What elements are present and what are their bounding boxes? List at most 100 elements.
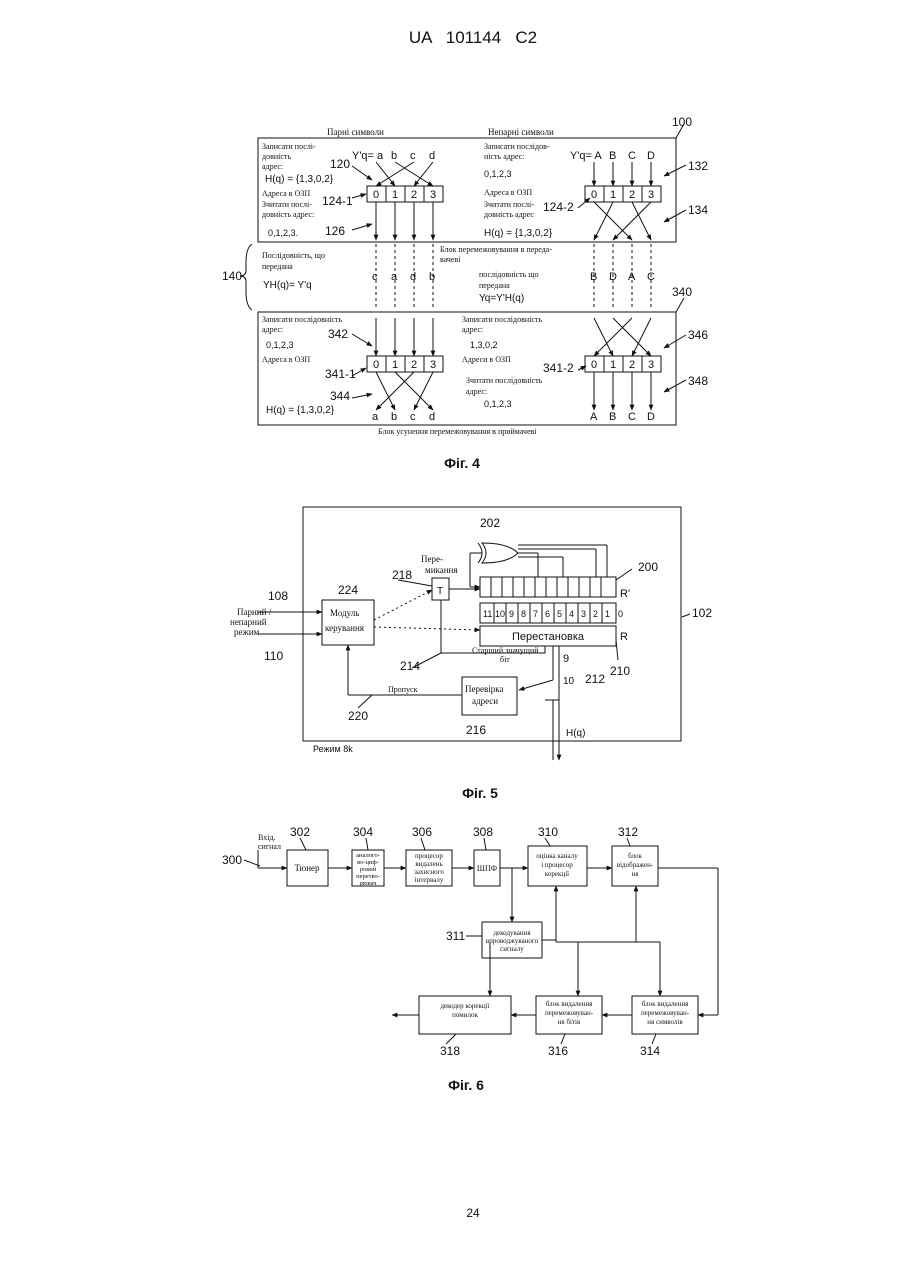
fig5-bit-4: 4: [569, 609, 574, 619]
fig4-caption-below: Блок усунення перемежовування в приймаче…: [378, 427, 537, 436]
fig6-fft-label: ШПФ: [477, 864, 497, 873]
fig5-register-cells: [491, 577, 601, 597]
fig5-mode8k: Режим 8k: [313, 744, 353, 754]
fig4-read-right-1: Зчитати послі-: [484, 200, 534, 209]
fig6-demap-3: ня: [632, 870, 640, 878]
fig4-in-B: B: [609, 150, 616, 162]
fig5-bit-3: 3: [581, 609, 586, 619]
fig5-check-1: Перевірка: [465, 684, 503, 694]
fig5-r-prime: R': [620, 588, 630, 600]
patent-id: UA 101144 C2: [409, 28, 537, 47]
fig4-ref-341-1: 341-1: [325, 367, 356, 381]
fig4-seq-tx-r2: передана: [479, 281, 510, 290]
fig5-ref-220: 220: [348, 709, 368, 723]
fig4-mid-out-l3: b: [429, 271, 435, 283]
fig4-in-c: c: [410, 150, 416, 162]
fig4-mid-out-l2: d: [410, 271, 416, 283]
fig6-adc-1: аналого-: [356, 852, 380, 859]
fig4-read-left-1: Зчитати послі-: [262, 200, 312, 209]
fig4-b-out-r2: C: [628, 411, 636, 423]
fig4-b-out-l3: d: [429, 411, 435, 423]
fig5-skip: Пропуск: [388, 685, 418, 694]
fig4-b-out-r0: A: [590, 411, 598, 423]
fig5-control-2: керування: [325, 623, 364, 633]
fig4-write-left-2: довність: [262, 152, 291, 161]
fig4-ref-340: 340: [672, 285, 692, 299]
fig5-toggle-2: микання: [425, 565, 458, 575]
fig4-write-left-1: Записати послі-: [262, 142, 316, 151]
fig5-labels: 202 Пере- микання 218 T 200 R' 224 Модул…: [230, 516, 712, 801]
fig4-ref-346: 346: [688, 328, 708, 342]
fig4-ref-132: 132: [688, 159, 708, 173]
fig6-ref-310: 310: [538, 825, 558, 839]
fig4-b-cell-l3: 3: [430, 359, 436, 371]
fig5-ref-10: 10: [563, 676, 575, 687]
fig5-bit-6: 6: [545, 609, 550, 619]
fig4-mid-out-r0: B: [590, 271, 597, 283]
fig4-b-seq-r2: 0,1,2,3: [484, 399, 512, 409]
fig5-register-rprime: [480, 577, 616, 597]
fig4-ram-left: Адреса в ОЗП: [262, 189, 310, 198]
fig4-b-cell-r0: 0: [591, 359, 597, 371]
fig6-ref-308: 308: [473, 825, 493, 839]
fig4-b-write-r2: адрес:: [462, 325, 483, 334]
fig6-ref-312: 312: [618, 825, 638, 839]
fig5-t-label: T: [437, 586, 443, 597]
page-number: 24: [466, 1206, 480, 1220]
fig6-fec-2: помилок: [452, 1011, 478, 1019]
fig6-ref-300: 300: [222, 853, 242, 867]
fig4-write-left-3: адрес:: [262, 162, 283, 171]
fig4-b-out-l2: c: [410, 411, 416, 423]
fig4-yq-right: Y'q= A: [570, 150, 602, 162]
fig4-ref-126: 126: [325, 224, 345, 238]
fig4-cell-l2: 2: [411, 189, 417, 201]
fig6-labels: 300 Вхід. сигнал 302 Тюнер 304 аналого- …: [222, 825, 690, 1093]
fig4-seq-tx-1: Послідовність, що: [262, 251, 325, 260]
fig4-seq-left: 0,1,2,3.: [268, 228, 298, 238]
fig4-ref-100: 100: [672, 115, 692, 129]
fig6-bitdi-2: перемежовуван-: [545, 1009, 594, 1017]
fig6-adc-2: во-циф-: [357, 859, 379, 866]
fig4-even-title: Парні символи: [327, 127, 384, 137]
fig5-bit-5: 5: [557, 609, 562, 619]
fig6-bitdi-1: блок видалення: [546, 1000, 593, 1008]
fig5-ref-210: 210: [610, 664, 630, 678]
fig4: [240, 124, 686, 425]
fig5-msb-2: біт: [500, 655, 510, 664]
fig6-symdi-1: блок видалення: [642, 1000, 689, 1008]
fig4-yh-left: YH(q)= Y'q: [263, 280, 312, 291]
fig5-bit-9: 9: [509, 609, 514, 619]
fig5-ref-216: 216: [466, 723, 486, 737]
fig4-cell-l0: 0: [373, 189, 379, 201]
fig4-b-cell-r3: 3: [648, 359, 654, 371]
fig6-ref-318: 318: [440, 1044, 460, 1058]
fig4-block-title-1: Блок перемежовування в переда-: [440, 245, 552, 254]
fig4-yh-right: Yq=Y'H(q): [479, 293, 524, 304]
fig6-sig-2: впроводжуваного: [486, 937, 539, 945]
fig4-cell-r0: 0: [591, 189, 597, 201]
fig6-chan-3: корекції: [545, 870, 569, 878]
fig4-cell-r2: 2: [629, 189, 635, 201]
fig4-b-write-2: адрес:: [262, 325, 283, 334]
fig4-cell-l3: 3: [430, 189, 436, 201]
fig4-caption: Фіг. 4: [444, 455, 480, 471]
fig5-caption: Фіг. 5: [462, 785, 498, 801]
fig4-cell-r3: 3: [648, 189, 654, 201]
fig5-ref-212: 212: [585, 672, 605, 686]
fig6-adc-4: перетво-: [356, 873, 380, 880]
fig5-mode-3: режим: [234, 627, 260, 637]
fig6-guard-4: інтервалу: [415, 876, 444, 884]
fig5-mode-2: непарний: [230, 617, 267, 627]
fig4-seq-tx-r1: послідовність що: [479, 270, 538, 279]
fig4-b-hq: H(q) = {1,3,0,2}: [266, 405, 335, 416]
fig5-bit-2: 2: [593, 609, 598, 619]
fig5-ref-9: 9: [563, 653, 569, 665]
fig5-msb-1: Старший значущий: [472, 646, 539, 655]
fig4-b-read-r2: адрес:: [466, 387, 487, 396]
fig4-ref-124-2: 124-2: [543, 200, 574, 214]
fig4-b-cell-l1: 1: [392, 359, 398, 371]
fig4-ref-120: 120: [330, 157, 350, 171]
fig4-mid-out-r1: D: [609, 271, 617, 283]
fig4-read-left-2: довність адрес:: [262, 210, 314, 219]
